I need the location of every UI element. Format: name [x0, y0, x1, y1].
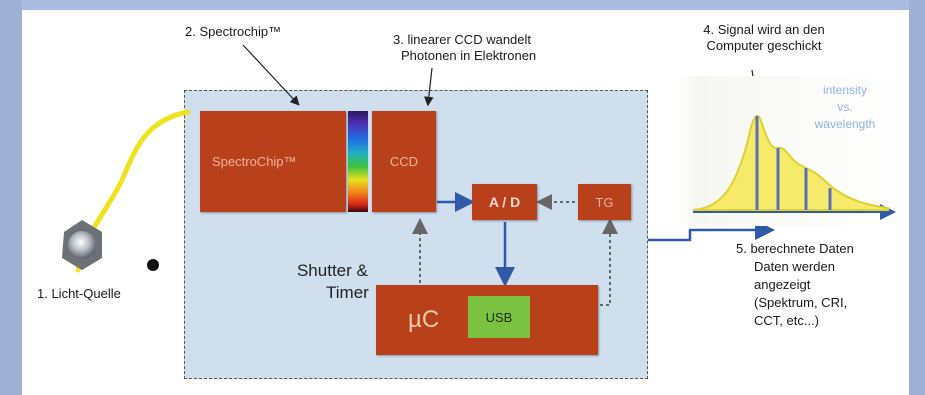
uc-block-label: µC — [408, 306, 440, 333]
label-step5-line2: Daten werden — [754, 259, 835, 274]
shutter-label-line2: Timer — [326, 283, 369, 302]
spectrochip-block-label: SpectroChip™ — [212, 154, 297, 169]
label-step5-line3: angezeigt — [754, 277, 811, 292]
top-frame-band — [0, 0, 925, 10]
label-step3: 3. linearer CCD wandelt Photonen in Elek… — [393, 32, 536, 64]
shutter-label-line1: Shutter & — [296, 261, 368, 280]
ccd-block-label: CCD — [389, 154, 419, 169]
usb-block-label: USB — [485, 309, 513, 325]
label-step5: 5. berechnete Daten Daten werden angezei… — [736, 240, 854, 330]
shutter-timer-label: Shutter & Timer — [296, 260, 369, 304]
left-frame-band — [0, 0, 22, 395]
graph-title: intensity vs. wavelength — [790, 82, 900, 133]
graph-title-line2: vs. — [837, 100, 853, 114]
label-step5-line4: (Spektrum, CRI, — [754, 295, 848, 310]
dispersed-spectrum-strip — [348, 111, 368, 212]
spectrochip-pointer — [242, 44, 300, 106]
label-step5-line5: CCT, etc...) — [754, 313, 820, 328]
right-frame-band — [909, 0, 925, 395]
graph-title-line1: intensity — [822, 83, 868, 97]
ad-block-label: A / D — [488, 194, 521, 210]
usb-block: USB — [468, 296, 530, 338]
led-icon — [62, 220, 102, 270]
label-step4-line1: 4. Signal wird an den — [703, 22, 825, 37]
label-step4-line2: Computer geschickt — [706, 38, 822, 53]
graph-title-line3: wavelength — [814, 117, 876, 131]
ad-converter-block: A / D — [472, 184, 537, 220]
tg-block-label: TG — [595, 194, 614, 210]
label-step3-line1: 3. linearer CCD wandelt — [393, 32, 532, 47]
spectrochip-block: SpectroChip™ — [200, 111, 346, 212]
label-step3-line2: Photonen in Elektronen — [401, 48, 537, 63]
system-output-arrow — [648, 220, 775, 242]
label-step4: 4. Signal wird an den Computer geschickt — [690, 22, 838, 54]
intensity-graph — [692, 115, 896, 220]
tg-block: TG — [578, 184, 631, 220]
label-step1: 1. Licht-Quelle — [37, 286, 121, 301]
uc-to-tg-arrow — [600, 218, 618, 306]
source-dot-icon — [147, 259, 159, 271]
ccd-pointer — [424, 67, 434, 107]
label-step2: 2. Spectrochip™ — [185, 24, 282, 39]
spectrum-curve — [692, 115, 889, 211]
label-step5-line1: 5. berechnete Daten — [736, 241, 854, 256]
ccd-block: CCD — [372, 111, 436, 212]
